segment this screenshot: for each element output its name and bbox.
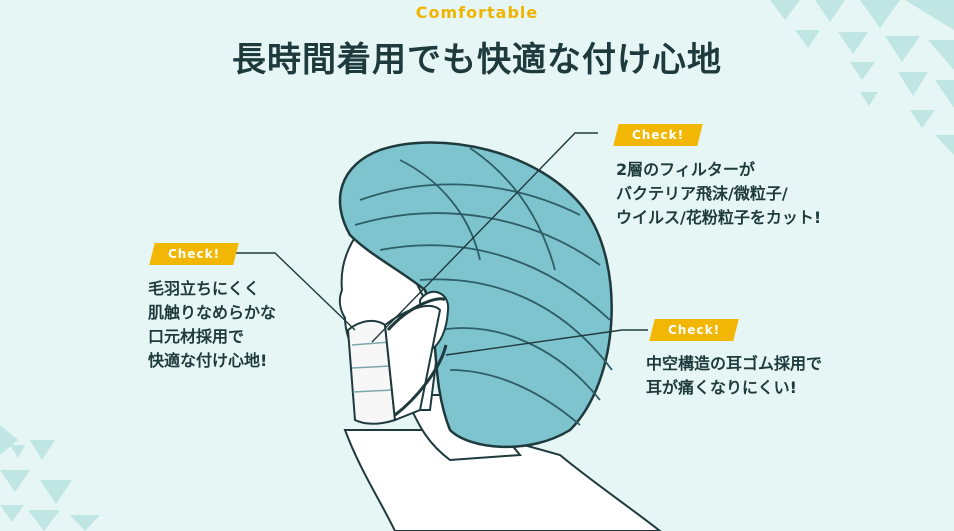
callout-line: バクテリア飛沫/微粒子/ xyxy=(616,184,788,203)
check-badge-filter: Check! xyxy=(613,124,703,146)
ear-loop-top xyxy=(386,297,447,331)
check-badge-ear-loop: Check! xyxy=(649,319,739,341)
callout-line: 口元材採用で xyxy=(148,327,245,346)
callout-line: 2層のフィルターが xyxy=(616,160,755,179)
callout-filter: 2層のフィルターが バクテリア飛沫/微粒子/ ウイルス/花粉粒子をカット! xyxy=(616,158,821,230)
callout-line: 肌触りなめらかな xyxy=(148,303,277,322)
callout-material: 毛羽立ちにくく 肌触りなめらかな 口元材採用で 快適な付け心地! xyxy=(148,277,276,373)
callout-line: 耳が痛くなりにくい! xyxy=(646,378,797,397)
check-badge-label: Check! xyxy=(668,323,721,337)
callout-line: 快適な付け心地! xyxy=(148,351,268,370)
section-title: 長時間着用でも快適な付け心地 xyxy=(232,40,722,80)
callout-line: 中空構造の耳ゴム採用で xyxy=(646,354,823,373)
mask-pleats xyxy=(351,341,394,393)
corner-pattern-top-right xyxy=(770,0,954,155)
check-badge-label: Check! xyxy=(632,128,685,142)
callout-ear-loop: 中空構造の耳ゴム採用で 耳が痛くなりにくい! xyxy=(646,352,822,400)
check-badge-label: Check! xyxy=(168,247,221,261)
section-eyebrow: Comfortable xyxy=(415,3,539,22)
check-badge-material: Check! xyxy=(149,243,239,265)
cap-folds xyxy=(354,147,613,426)
corner-pattern-bottom-left xyxy=(0,425,100,531)
ear-loop-bottom xyxy=(394,344,448,417)
callout-line: 毛羽立ちにくく xyxy=(148,279,260,298)
callout-line: ウイルス/花粉粒子をカット! xyxy=(616,208,822,227)
